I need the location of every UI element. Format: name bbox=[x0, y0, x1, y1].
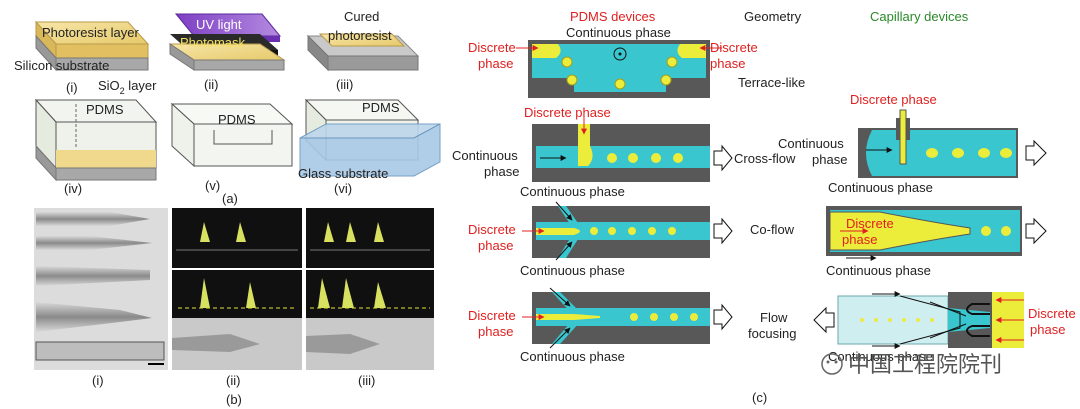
photoresist-layer-label: Photoresist layer bbox=[42, 25, 139, 40]
crossflow-device bbox=[532, 116, 733, 182]
cap-crossflow-continuous-bottom: Continuous phase bbox=[828, 180, 933, 195]
step-iv-block bbox=[34, 98, 158, 182]
geometry-cross-flow: Cross-flow bbox=[734, 151, 796, 166]
pdms-label-iv: PDMS bbox=[86, 102, 124, 117]
sub-caption-a-iv: (iv) bbox=[64, 181, 82, 196]
geometry-flow-focusing-line1: Flow bbox=[760, 310, 788, 325]
sub-caption-a-i: (i) bbox=[66, 80, 78, 95]
coflow-discrete-line2: phase bbox=[478, 238, 513, 253]
terrace-discrete-left-line1: Discrete bbox=[468, 40, 516, 55]
terrace-continuous-label: Continuous phase bbox=[566, 25, 671, 40]
header-pdms-devices: PDMS devices bbox=[570, 9, 656, 24]
cap-crossflow-continuous-line2: phase bbox=[812, 152, 847, 167]
silicon-substrate-label: Silicon substrate bbox=[14, 58, 109, 73]
sub-caption-b-ii: (ii) bbox=[226, 373, 240, 388]
header-capillary-devices: Capillary devices bbox=[870, 9, 969, 24]
step-iii-block bbox=[306, 33, 420, 72]
step-i-block bbox=[34, 20, 150, 72]
terrace-discrete-left-line2: phase bbox=[478, 56, 513, 71]
step-vi-block bbox=[299, 98, 441, 177]
step-v-block bbox=[170, 102, 294, 168]
panel-a-caption: (a) bbox=[222, 191, 238, 206]
capillary-crossflow-device bbox=[858, 109, 1047, 178]
panel-c-caption: (c) bbox=[752, 390, 767, 405]
panel-b-caption: (b) bbox=[226, 392, 242, 407]
crossflow-continuous-line2: phase bbox=[484, 164, 519, 179]
geometry-co-flow: Co-flow bbox=[750, 222, 795, 237]
cured-label-line2: photoresist bbox=[328, 28, 392, 43]
focusing-device bbox=[522, 287, 733, 349]
cap-focusing-discrete-line2: phase bbox=[1030, 322, 1065, 337]
watermark: 中国工程院院刊 bbox=[821, 352, 1002, 377]
device-photo-ii bbox=[172, 222, 302, 370]
header-geometry: Geometry bbox=[744, 9, 802, 24]
pdms-label-v: PDMS bbox=[218, 112, 256, 127]
sub-caption-a-ii: (ii) bbox=[204, 77, 218, 92]
wechat-icon bbox=[821, 353, 843, 375]
terrace-discrete-right-line1: Discrete bbox=[710, 40, 758, 55]
coflow-device bbox=[522, 201, 733, 261]
focusing-discrete-line1: Discrete bbox=[468, 308, 516, 323]
capillary-coflow-device bbox=[826, 206, 1047, 261]
pdms-label-vi: PDMS bbox=[362, 100, 400, 115]
glass-substrate-label: Glass substrate bbox=[298, 166, 388, 181]
panel-c: PDMS devices Geometry Capillary devices … bbox=[452, 9, 1076, 405]
geometry-flow-focusing-line2: focusing bbox=[748, 326, 796, 341]
cap-focusing-continuous-bottom: Continuous phase bbox=[828, 349, 933, 364]
sio2-layer-label: SiO2 layer bbox=[98, 78, 157, 96]
terrace-device bbox=[516, 40, 722, 98]
uv-light-label: UV light bbox=[196, 17, 242, 32]
device-photo-iii bbox=[306, 222, 434, 370]
crossflow-discrete-label: Discrete phase bbox=[524, 105, 611, 120]
coflow-continuous-bottom: Continuous phase bbox=[520, 263, 625, 278]
watermark-text: 中国工程院院刊 bbox=[848, 352, 1002, 377]
sub-caption-a-vi: (vi) bbox=[334, 181, 352, 196]
focusing-continuous-bottom: Continuous phase bbox=[520, 349, 625, 364]
panel-b: (i) (ii) (iii) bbox=[34, 208, 434, 407]
step-ii-block bbox=[168, 13, 286, 71]
cap-crossflow-discrete-label: Discrete phase bbox=[850, 92, 937, 107]
sub-caption-b-i: (i) bbox=[92, 373, 104, 388]
photomask-label: Photomask bbox=[180, 35, 246, 50]
panel-a: Photoresist layer Silicon substrate SiO2… bbox=[14, 9, 441, 206]
sub-caption-b-iii: (iii) bbox=[358, 373, 375, 388]
cap-coflow-continuous-bottom: Continuous phase bbox=[826, 263, 931, 278]
capillary-focusing-device bbox=[813, 291, 1024, 349]
focusing-discrete-line2: phase bbox=[478, 324, 513, 339]
cap-coflow-discrete-line1: Discrete bbox=[846, 216, 894, 231]
terrace-discrete-right-line2: phase bbox=[710, 56, 745, 71]
sub-caption-a-iii: (iii) bbox=[336, 77, 353, 92]
crossflow-continuous-line1: Continuous bbox=[452, 148, 518, 163]
coflow-discrete-line1: Discrete bbox=[468, 222, 516, 237]
geometry-terrace-like: Terrace-like bbox=[738, 75, 805, 90]
cap-coflow-discrete-line2: phase bbox=[842, 232, 877, 247]
crossflow-continuous-bottom: Continuous phase bbox=[520, 184, 625, 199]
sub-caption-a-v: (v) bbox=[205, 178, 220, 193]
cap-crossflow-continuous-line1: Continuous bbox=[778, 136, 844, 151]
capillary-tubes bbox=[35, 212, 165, 365]
cap-focusing-discrete-line1: Discrete bbox=[1028, 306, 1076, 321]
cured-label-line1: Cured bbox=[344, 9, 379, 24]
